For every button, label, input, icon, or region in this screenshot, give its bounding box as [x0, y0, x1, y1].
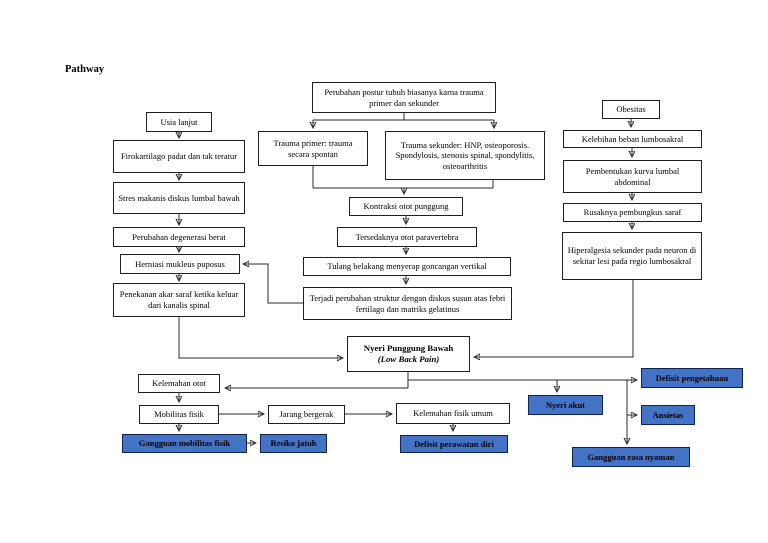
node-ansietas: Ansietas — [641, 405, 695, 425]
node-obesitas: Obesitas — [602, 100, 660, 119]
node-stres-makanis: Stres makanis diskus lumbal bawah — [113, 182, 245, 214]
node-mobilitas-fisik: Mobilitas fisik — [139, 405, 219, 424]
npb-main-label: Nyeri Punggung Bawah — [363, 343, 454, 354]
node-nyeri-punggung-bawah: Nyeri Punggung Bawah (Low Back Pain) — [347, 336, 470, 372]
node-tulang-belakang: Tulang belakang menyerap goncangan verti… — [303, 257, 511, 276]
node-usia-lanjut: Usia lanjut — [146, 112, 212, 132]
node-gangguan-mobilitas-fisik: Gangguan mobilitas fisik — [122, 434, 247, 453]
node-defisit-pengetahuan: Defisit pengetahuan — [641, 368, 743, 388]
node-kelebihan-beban: Kelebihan beban lumbosakral — [563, 130, 702, 148]
node-tersedaknya-otot: Tersedaknya otot paravertebra — [337, 227, 477, 247]
node-herniasi-nukleus: Herniasi mukleus puposus — [120, 254, 240, 274]
node-pembentukan-kurva: Pembentukan kurva lumbal abdominal — [563, 160, 702, 193]
node-gangguan-rasa-nyaman: Gangguan rasa nyaman — [572, 447, 690, 467]
node-perubahan-struktur: Terjadi perubahan struktur dengan diskus… — [303, 287, 512, 320]
node-firokartilago: Firokartilago padat dan tak teratur — [113, 140, 245, 173]
node-trauma-sekunder: Trauma sekunder: HNP, osteoporosis. Spon… — [385, 131, 545, 180]
node-perubahan-degenerasi: Perubahan degenerasi berat — [113, 227, 245, 247]
page-title: Pathway — [65, 64, 105, 75]
node-kontraksi-otot: Kontraksi otot punggung — [349, 197, 463, 216]
node-hiperalgesia: Hiperalgesia sekunder pada neuron di sek… — [562, 232, 702, 280]
node-rusaknya-pembungkus: Rusaknya pembungkus saraf — [563, 203, 702, 222]
node-kelemahan-fisik-umum: Kelemahan fisik umum — [396, 403, 510, 424]
node-resiko-jatuh: Resiko jatuh — [260, 434, 327, 453]
node-perubahan-postur: Perubahan postur tubuh biasanya karna tr… — [312, 82, 496, 113]
node-penekanan-akar-saraf: Penekanan akar saraf ketika keluar dari … — [113, 283, 245, 317]
node-jarang-bergerak: Jarang bergerak — [268, 405, 345, 424]
node-nyeri-akut: Nyeri akut — [528, 395, 603, 415]
npb-sub-label: (Low Back Pain) — [377, 354, 440, 364]
node-trauma-primer: Trauma primer: trauma secara spontan — [258, 131, 368, 166]
node-kelemahan-otot: Kelemahan otot — [138, 374, 220, 393]
node-defisit-perawatan-diri: Defisit perawatan diri — [400, 435, 508, 453]
